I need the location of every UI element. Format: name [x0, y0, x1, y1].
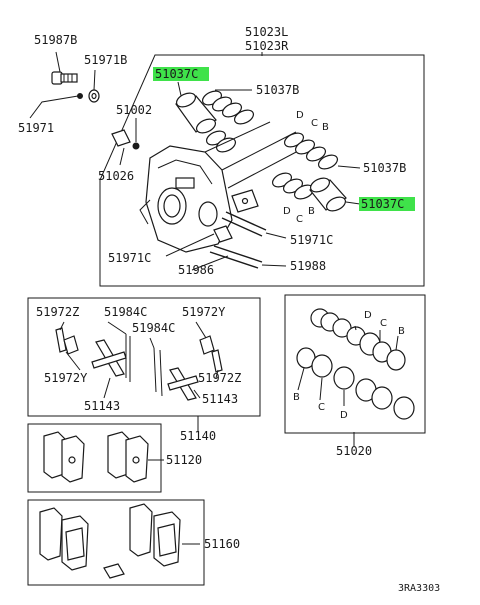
seal-letter-c1: C: [311, 118, 318, 129]
label-51143-b[interactable]: 51143: [202, 392, 238, 406]
label-51984c-b[interactable]: 51984C: [132, 321, 175, 335]
seal-letter-b1: B: [322, 122, 329, 133]
label-51143-a[interactable]: 51143: [84, 399, 120, 413]
brake-pads-51160[interactable]: [39, 503, 181, 579]
seal-rings-kit[interactable]: [296, 308, 415, 420]
bleeder-screw-51002[interactable]: [111, 129, 140, 150]
label-51020[interactable]: 51020: [336, 444, 372, 458]
seal-letter-d3: D: [364, 310, 372, 321]
label-51971[interactable]: 51971: [18, 121, 54, 135]
piston-top[interactable]: [174, 90, 217, 135]
label-51987b[interactable]: 51987B: [34, 33, 77, 47]
highlight-51037c-right: [359, 197, 415, 211]
diagram-reference: 3RA3303: [398, 583, 440, 594]
seal-letter-c4: C: [318, 402, 325, 413]
seal-letter-d2: D: [283, 206, 291, 217]
label-51986[interactable]: 51986: [178, 263, 214, 277]
pad-set-frame-2: [27, 499, 205, 586]
seal-letter-c3: C: [380, 318, 387, 329]
bolt-51987b[interactable]: [51, 71, 78, 85]
piston-right[interactable]: [308, 175, 347, 213]
seal-letter-c2: C: [296, 214, 303, 225]
washer-51971b[interactable]: [88, 89, 100, 103]
seal-letter-b4: B: [293, 392, 300, 403]
caliper-body[interactable]: [139, 145, 233, 253]
clip-51971c-left[interactable]: [213, 225, 233, 243]
brake-pads-51120[interactable]: [43, 431, 149, 483]
clips-left-group[interactable]: [55, 327, 131, 382]
label-51160[interactable]: 51160: [204, 537, 240, 551]
label-51988[interactable]: 51988: [290, 259, 326, 273]
label-51037b-top[interactable]: 51037B: [256, 83, 299, 97]
seal-rings-top[interactable]: [200, 88, 255, 154]
label-51971b[interactable]: 51971B: [84, 53, 127, 67]
seal-letter-b2: B: [308, 206, 315, 217]
label-51037c-right[interactable]: 51037C: [361, 197, 404, 211]
label-51023l[interactable]: 51023L: [245, 25, 288, 39]
seal-letter-d4: D: [340, 410, 348, 421]
label-51972z-a[interactable]: 51972Z: [36, 305, 79, 319]
pad-set-frame-1: [27, 423, 162, 493]
seal-letter-b3: B: [398, 326, 405, 337]
pad-pin-51986[interactable]: [221, 211, 267, 237]
label-51972y-b[interactable]: 51972Y: [44, 371, 88, 385]
label-51002[interactable]: 51002: [116, 103, 152, 117]
label-51971c-left[interactable]: 51971C: [108, 251, 151, 265]
label-51037c-top[interactable]: 51037C: [155, 67, 198, 81]
caliper-assembly-frame: [99, 54, 425, 287]
label-51972y-a[interactable]: 51972Y: [182, 305, 226, 319]
seal-kit-frame: [284, 294, 426, 434]
label-51037b-right[interactable]: 51037B: [363, 161, 406, 175]
bleeder-51971[interactable]: [77, 93, 83, 99]
highlight-51037c-top: [153, 67, 209, 81]
seal-letter-d1: D: [296, 110, 304, 121]
seal-rings-right[interactable]: [270, 130, 339, 201]
label-51120[interactable]: 51120: [166, 453, 202, 467]
label-51140[interactable]: 51140: [180, 429, 216, 443]
label-51023r[interactable]: 51023R: [245, 39, 289, 53]
label-51971c-right[interactable]: 51971C: [290, 233, 333, 247]
clip-kit-frame: [27, 297, 261, 417]
label-51972z-b[interactable]: 51972Z: [198, 371, 241, 385]
label-51026[interactable]: 51026: [98, 169, 134, 183]
pin-51988[interactable]: [209, 245, 263, 269]
clips-right-group[interactable]: [153, 335, 223, 401]
label-51984c-a[interactable]: 51984C: [104, 305, 147, 319]
retainer-plate-51971c[interactable]: [231, 189, 259, 213]
